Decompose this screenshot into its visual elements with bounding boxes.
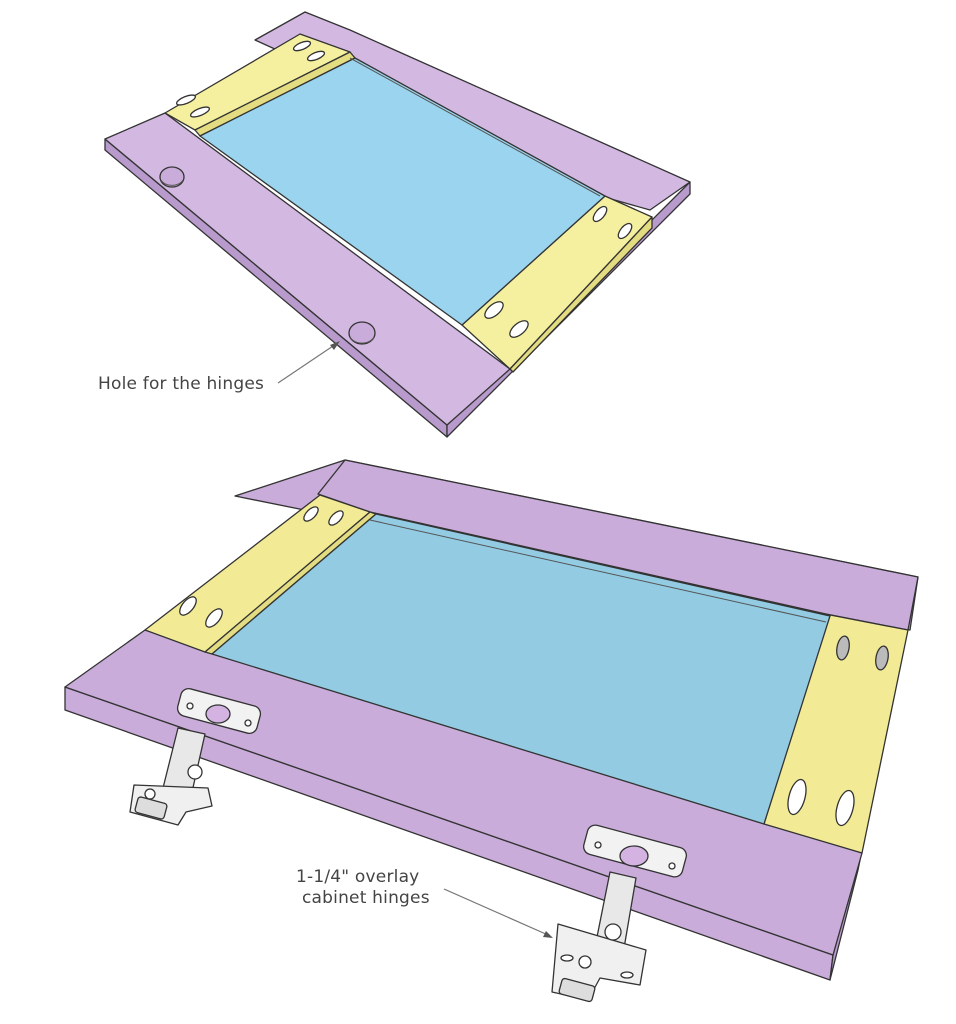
pocket-hole-icon xyxy=(328,510,344,526)
top-right-stile xyxy=(254,11,691,211)
bottom-leader xyxy=(443,888,553,938)
pocket-hole-icon xyxy=(306,50,326,62)
pocket-hole-icon xyxy=(189,106,211,118)
hinge-hole-icon xyxy=(348,321,376,345)
pocket-screw-icon xyxy=(836,635,850,661)
overlay-hinges-label: 1-1/4" overlay cabinet hinges xyxy=(296,867,430,909)
pocket-hole-icon xyxy=(303,506,319,522)
pocket-hole-icon xyxy=(175,94,197,106)
top-pocket-holes xyxy=(175,40,633,338)
top-door-frame xyxy=(104,11,691,438)
hinge-hole-icon xyxy=(159,166,185,188)
pocket-hole-icon xyxy=(787,778,807,816)
hole-for-hinges-label: Hole for the hinges xyxy=(98,374,265,394)
pocket-hole-icon xyxy=(292,40,312,52)
cabinet-hinge-right xyxy=(551,824,687,1003)
bottom-glass-panel xyxy=(211,513,831,825)
pocket-hole-icon xyxy=(617,222,633,240)
overlay-hinges-label-line1: 1-1/4" overlay xyxy=(296,867,420,887)
pocket-hole-icon xyxy=(509,320,529,338)
bottom-pocket-holes xyxy=(179,506,889,827)
bottom-door-frame xyxy=(64,459,919,981)
pocket-hole-icon xyxy=(592,205,608,223)
pocket-hole-icon xyxy=(179,596,197,616)
cabinet-hinge-left xyxy=(129,688,262,826)
top-lower-rail-side xyxy=(509,216,653,373)
hinge-cup-holes xyxy=(159,166,376,345)
pocket-screw-icon xyxy=(875,645,889,671)
top-leader xyxy=(277,341,340,384)
overlay-hinges-label-line2: cabinet hinges xyxy=(302,888,430,908)
pocket-hole-icon xyxy=(205,608,223,628)
top-glass-panel xyxy=(199,57,606,326)
pocket-hole-icon xyxy=(835,789,855,827)
pocket-hole-icon xyxy=(484,301,504,319)
